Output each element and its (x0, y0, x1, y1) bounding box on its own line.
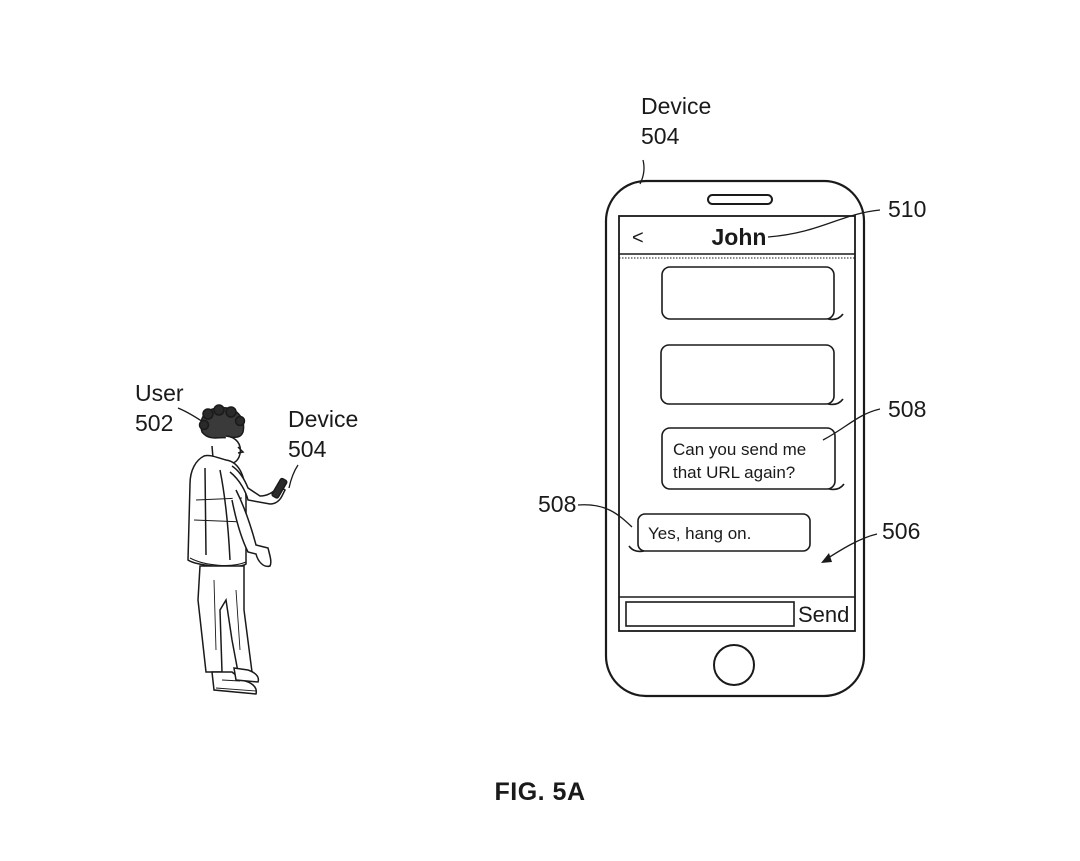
home-button[interactable] (713, 644, 755, 686)
message-4-line-1: Yes, hang on. (648, 524, 751, 543)
label-508-left: 508 (538, 491, 577, 517)
leader-device-top (639, 159, 645, 185)
user-shoe-right (233, 667, 260, 683)
label-user: User 502 (135, 378, 184, 438)
phone-screen (618, 215, 856, 632)
message-bubble-2 (660, 344, 844, 406)
user-figure (187, 404, 288, 695)
leader-508-right (822, 408, 881, 441)
message-bubble-4 (628, 513, 811, 553)
leader-device-hand (288, 464, 299, 489)
figure-caption: FIG. 5A (494, 778, 586, 806)
arrow-506 (824, 533, 878, 561)
label-user-name: User (135, 380, 184, 406)
phone-speaker (707, 194, 773, 205)
label-device-hand: Device 504 (288, 404, 358, 464)
message-input[interactable] (625, 601, 795, 627)
arrowhead-506 (821, 553, 832, 563)
user-device-icon (271, 477, 288, 499)
user-trousers (197, 565, 253, 673)
message-bubble-1 (661, 266, 844, 321)
label-508-right: 508 (888, 396, 927, 422)
label-user-number: 502 (135, 410, 174, 436)
phone-body (604, 179, 866, 698)
user-hair (198, 404, 246, 439)
contact-name: John (712, 224, 767, 250)
label-device-top-number: 504 (641, 123, 680, 149)
send-button[interactable]: Send (798, 602, 849, 627)
message-bubble-3 (661, 427, 845, 491)
label-device-hand-name: Device (288, 406, 359, 432)
message-3-line-2: that URL again? (673, 463, 795, 482)
label-device-hand-number: 504 (288, 436, 327, 462)
label-device-top: Device 504 (641, 91, 711, 151)
phone-device (604, 179, 866, 698)
label-506: 506 (882, 518, 921, 544)
leader-508-left (577, 504, 633, 528)
label-510: 510 (888, 196, 927, 222)
label-device-top-name: Device (641, 93, 712, 119)
user-jacket (187, 454, 247, 568)
leader-510 (767, 209, 881, 238)
back-button[interactable]: < (632, 227, 644, 249)
message-3-line-1: Can you send me (673, 440, 806, 459)
